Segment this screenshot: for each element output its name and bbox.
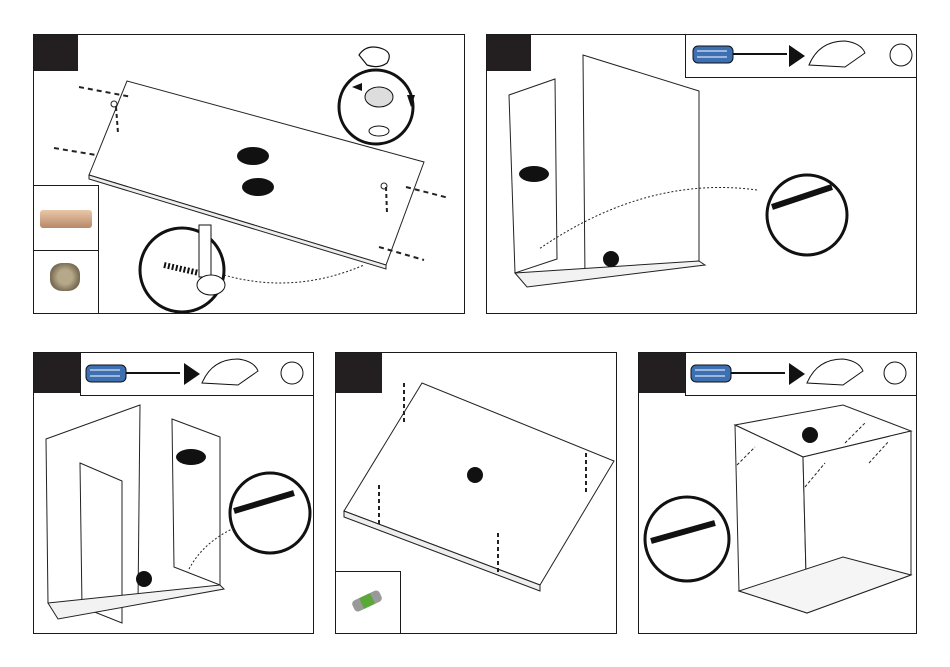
arrow-icon	[789, 45, 805, 67]
arrow-icon	[184, 363, 200, 385]
part-number-dot	[136, 571, 152, 587]
clockwise-rotate-icon	[884, 362, 906, 384]
part-label-blob	[237, 147, 269, 165]
step-4-panel	[335, 352, 617, 634]
step-5-panel	[638, 352, 917, 634]
clockwise-rotate-icon	[281, 362, 303, 384]
part-number-dot	[603, 251, 619, 267]
step-2-diagram	[487, 35, 917, 314]
hardware-divider	[34, 250, 98, 251]
screwdriver-icon	[86, 365, 180, 382]
arrow-icon	[789, 363, 805, 385]
part-label-blob	[176, 449, 206, 465]
step-3-panel	[33, 352, 314, 634]
detail-magnifier	[767, 175, 847, 255]
step-1-panel	[33, 34, 465, 314]
screwdriver-icon	[693, 46, 787, 63]
cam-lock-icon	[50, 263, 80, 291]
detail-magnifier	[230, 473, 310, 553]
hand-turn-icon	[202, 359, 258, 385]
clockwise-rotate-icon	[890, 44, 912, 66]
screwdriver-icon	[691, 365, 785, 382]
step-5-diagram	[639, 353, 917, 634]
step-3-diagram	[34, 353, 314, 634]
part-label-blob	[242, 178, 274, 196]
hand-turn-icon	[807, 359, 863, 385]
part-label-blob	[519, 166, 549, 182]
part-number-dot	[467, 467, 483, 483]
wood-dowel-icon	[40, 210, 92, 228]
part-number-dot	[802, 427, 818, 443]
step-2-panel	[486, 34, 917, 314]
hand-turn-icon	[809, 41, 865, 67]
